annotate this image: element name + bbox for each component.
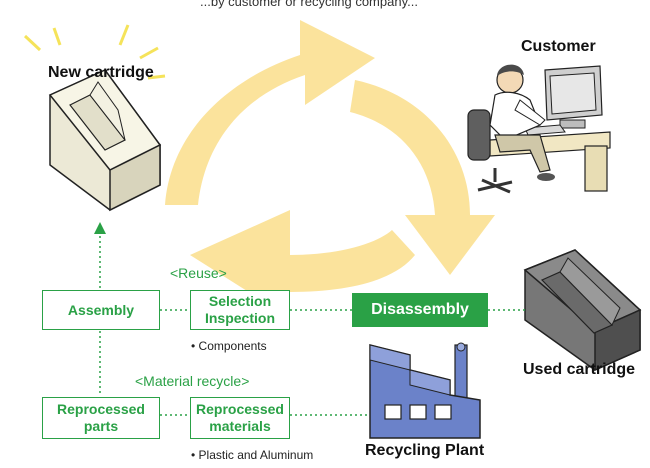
reuse-title: <Reuse> (170, 265, 227, 281)
selection-label: Selection (208, 293, 272, 309)
reprocessed-materials-line2: materials (209, 418, 271, 434)
used-cartridge-icon (523, 249, 642, 372)
reprocessed-materials-line1: Reprocessed (196, 401, 284, 417)
used-cartridge-label: Used cartridge (523, 361, 636, 378)
reprocessed-parts-line2: parts (83, 418, 119, 434)
components-note: • Components (191, 339, 267, 353)
recycling-plant-label: Recycling Plant (365, 442, 485, 459)
plastic-aluminum-note: • Plastic and Aluminum (191, 448, 314, 462)
factory-icon (369, 342, 481, 439)
customer-label: Customer (521, 38, 596, 55)
disassembly-box: Disassembly (352, 293, 488, 327)
assembly-box: Assembly (42, 290, 160, 330)
cycle-arrows-icon (165, 20, 495, 318)
material-recycle-title: <Material recycle> (135, 373, 250, 389)
disassembly-label: Disassembly (371, 301, 469, 318)
inspection-label: Inspection (204, 310, 275, 326)
new-cartridge-label: New cartridge (48, 64, 154, 81)
up-arrow-icon (94, 222, 106, 234)
header-fragment: ...by customer or recycling company... (200, 0, 418, 9)
reprocessed-materials-box: Reprocessed materials (190, 397, 290, 439)
reprocessed-parts-box: Reprocessed parts (42, 397, 160, 439)
process-connectors (99, 232, 525, 416)
new-cartridge-icon (23, 24, 166, 212)
selection-inspection-box: Selection Inspection (190, 290, 290, 330)
reprocessed-parts-line1: Reprocessed (57, 401, 145, 417)
customer-at-computer-icon (467, 64, 611, 194)
assembly-label: Assembly (67, 301, 135, 318)
